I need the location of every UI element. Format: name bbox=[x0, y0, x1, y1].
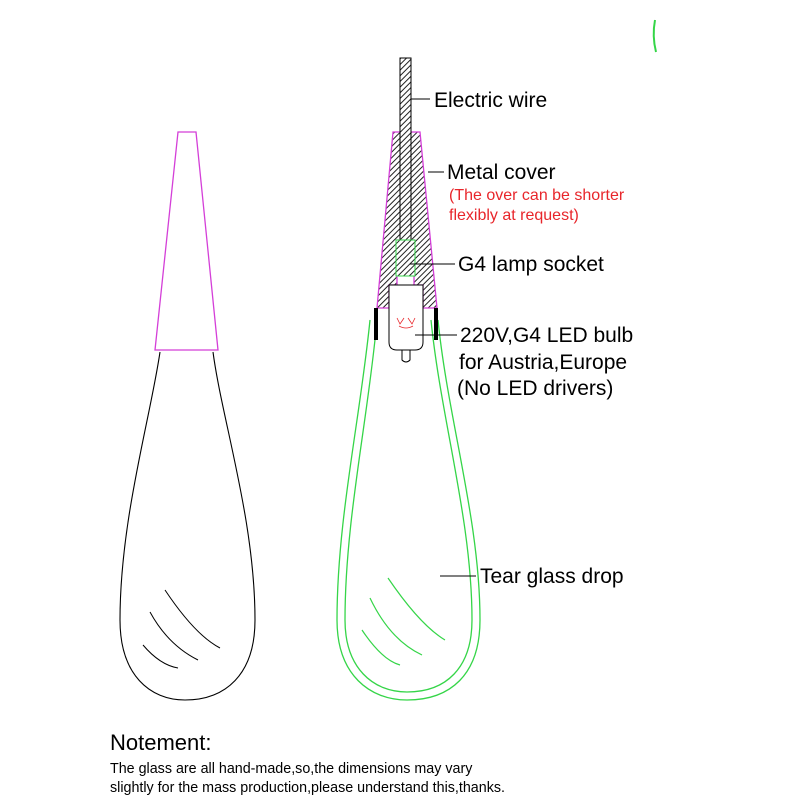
label-socket: G4 lamp socket bbox=[458, 253, 604, 276]
electric-wire bbox=[399, 57, 412, 249]
label-cover-note-1: (The over can be shorter bbox=[449, 187, 625, 204]
left-glass-reflection bbox=[142, 589, 221, 669]
label-electric-wire: Electric wire bbox=[434, 89, 548, 112]
label-bulb-2: for Austria,Europe bbox=[459, 351, 628, 374]
label-glass: Tear glass drop bbox=[480, 565, 624, 588]
note-title: Notement: bbox=[110, 730, 212, 755]
left-metal-cover bbox=[154, 131, 219, 351]
label-metal-cover: Metal cover bbox=[447, 161, 556, 184]
note-line-1: The glass are all hand-made,so,the dimen… bbox=[110, 761, 473, 777]
right-glass-drop-outer bbox=[336, 319, 481, 701]
lamp-socket bbox=[395, 239, 416, 277]
cover-rim-right bbox=[434, 308, 438, 340]
right-glass-drop-inner bbox=[344, 319, 473, 693]
left-glass-drop bbox=[119, 351, 256, 701]
stray-mark bbox=[652, 19, 657, 53]
label-bulb-3: (No LED drivers) bbox=[457, 377, 614, 400]
right-glass-reflection bbox=[361, 577, 446, 666]
label-cover-note-2: flexibly at request) bbox=[449, 207, 579, 224]
note-body: The glass are all hand-made,so,the dimen… bbox=[110, 760, 505, 798]
note-line-2: slightly for the mass production,please … bbox=[110, 780, 505, 796]
cover-rim-left bbox=[374, 308, 378, 340]
led-chip bbox=[396, 317, 416, 329]
led-bulb bbox=[388, 284, 424, 363]
label-bulb-1: 220V,G4 LED bulb bbox=[460, 324, 634, 347]
